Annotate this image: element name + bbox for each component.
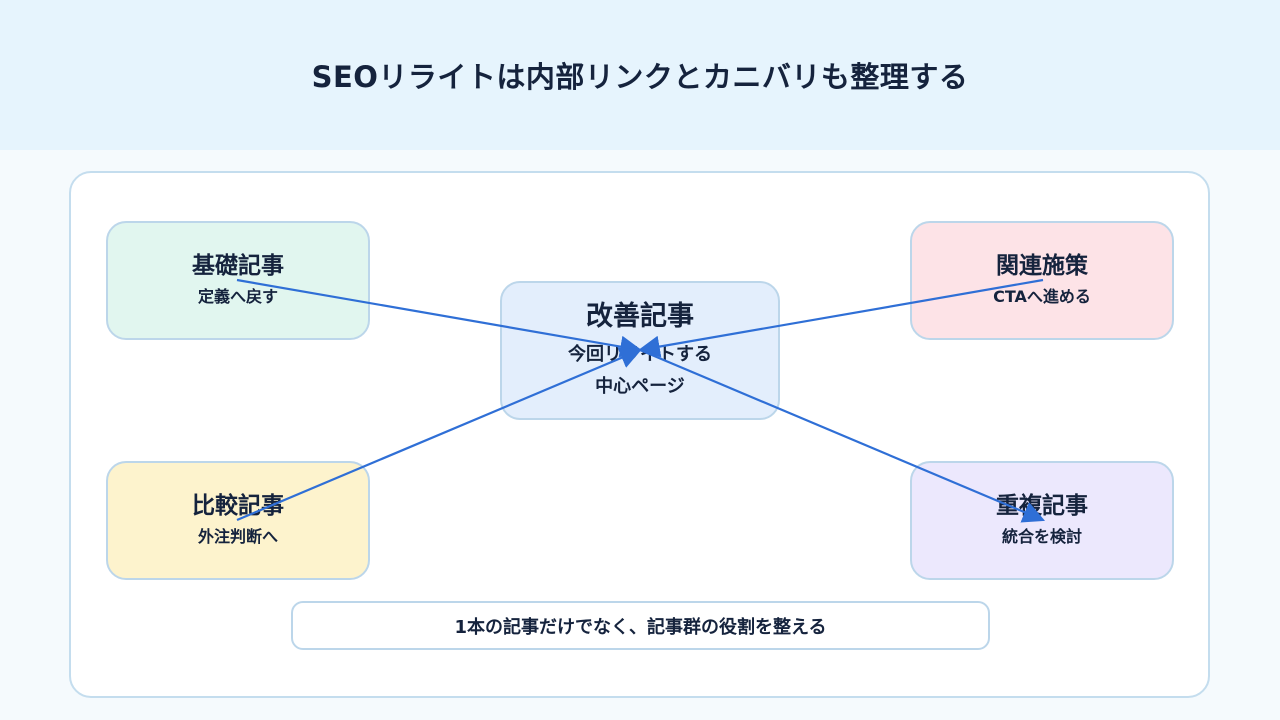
node-related-title: 関連施策: [996, 253, 1088, 279]
node-basic-subtitle: 定義へ戻す: [197, 287, 278, 306]
node-compare-title: 比較記事: [192, 493, 284, 519]
node-duplicate-title: 重複記事: [996, 493, 1088, 519]
node-related-subtitle: CTAへ進める: [993, 287, 1091, 306]
node-main-line1: 今回リライトする: [568, 343, 712, 365]
node-basic-title: 基礎記事: [192, 253, 284, 279]
node-duplicate-subtitle: 統合を検討: [1001, 527, 1082, 546]
summary-note-text: 1本の記事だけでなく、記事群の役割を整える: [454, 616, 827, 638]
node-main-article: 改善記事 今回リライトする 中心ページ: [500, 281, 780, 420]
node-compare-subtitle: 外注判断へ: [197, 527, 278, 546]
node-related-measures: 関連施策 CTAへ進める: [910, 221, 1174, 340]
node-main-line2: 中心ページ: [595, 375, 685, 397]
node-main-title: 改善記事: [586, 300, 694, 332]
node-comparison-article: 比較記事 外注判断へ: [106, 461, 370, 580]
node-duplicate-article: 重複記事 統合を検討: [910, 461, 1174, 580]
page-title: SEOリライトは内部リンクとカニバリも整理する: [311, 60, 969, 94]
node-basic-article: 基礎記事 定義へ戻す: [106, 221, 370, 340]
header-banner: SEOリライトは内部リンクとカニバリも整理する: [0, 0, 1280, 150]
summary-note: 1本の記事だけでなく、記事群の役割を整える: [291, 601, 990, 650]
